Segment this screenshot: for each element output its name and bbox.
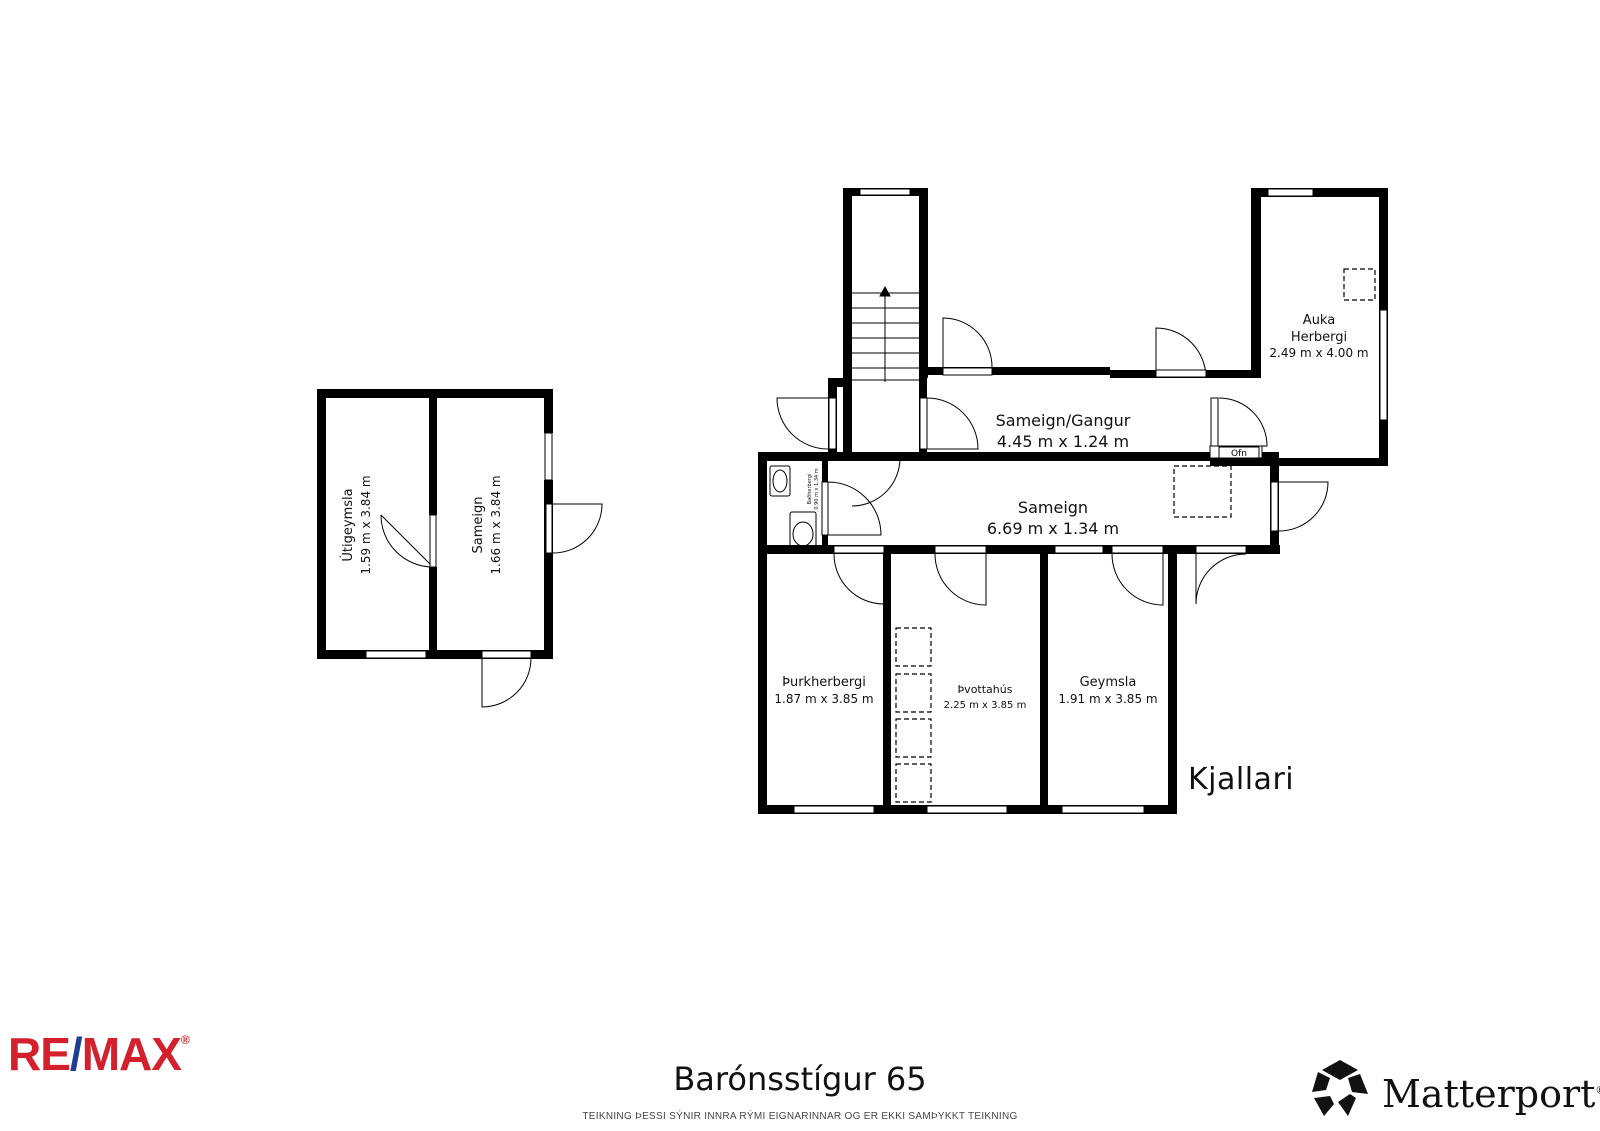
remax-logo-slash: / [69,1028,83,1080]
room-badherbergi-dims: 0.90 m x 1.34 m [814,468,820,509]
address-title: Barónsstígur 65 [673,1060,927,1098]
room-utigeymsla-dims: 1.59 m x 3.84 m [359,475,373,574]
room-utigeymsla-name: Útigeymsla [340,488,356,561]
ofn-fixture [1218,446,1260,459]
room-thvottahus-name: Þvottahús [958,683,1013,696]
room-sameign-small-dims: 1.66 m x 3.84 m [489,475,503,574]
room-sameign-small-name: Sameign [471,497,486,554]
room-thvottahus-dims: 2.25 m x 3.85 m [944,700,1027,711]
room-thurkherbergi-name: Þurkherbergi [782,675,866,690]
remax-logo-right: MAX [81,1028,182,1080]
matterport-mark: ® [1595,1085,1600,1096]
remax-logo: RE/MAX® [8,1027,190,1081]
disclaimer-text: TEIKNING ÞESSI SÝNIR INNRA RÝMI EIGNARIN… [582,1111,1018,1122]
room-sameign-gangur-name: Sameign/Gangur [996,411,1131,430]
room-geymsla-dims: 1.91 m x 3.85 m [1058,692,1157,706]
room-sameign-main-name: Sameign [1018,498,1088,517]
staircase [852,285,919,382]
room-labels: Útigeymsla 1.59 m x 3.84 m Sameign 1.66 … [340,313,1369,711]
remax-logo-left: RE [8,1028,71,1080]
room-geymsla-name: Geymsla [1080,675,1137,690]
windows [365,188,1388,814]
floor-label: Kjallari [1188,762,1295,797]
doors [380,317,1329,708]
room-thurkherbergi-dims: 1.87 m x 3.85 m [774,692,873,706]
matterport-logo-icon [1312,1060,1368,1116]
matterport-wordmark: Matterport® [1382,1072,1600,1116]
room-auka-dims: 2.49 m x 4.00 m [1269,346,1368,360]
ofn-label: Ofn [1231,449,1247,459]
room-sameign-gangur-dims: 4.45 m x 1.24 m [997,432,1129,451]
dashed-fixtures [895,268,1376,803]
room-auka-name-2: Herbergi [1291,330,1347,345]
remax-logo-mark: ® [180,1033,190,1047]
matterport-text: Matterport [1382,1072,1596,1116]
room-auka-name-1: Auka [1303,313,1335,328]
room-sameign-main-dims: 6.69 m x 1.34 m [987,519,1119,538]
bathroom-fixtures [769,465,817,549]
room-badherbergi-name: Baðherbergi [807,474,813,505]
